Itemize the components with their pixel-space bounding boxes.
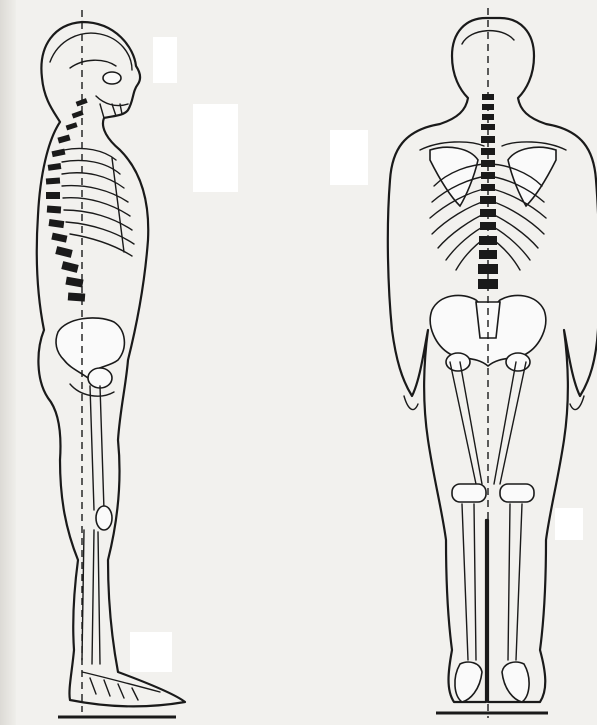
lateral-spine — [46, 98, 88, 302]
lateral-ribs — [62, 148, 134, 256]
posterior-skeleton-icon — [388, 8, 597, 718]
lateral-pelvis — [56, 318, 124, 378]
lateral-skeleton-icon — [37, 10, 185, 717]
